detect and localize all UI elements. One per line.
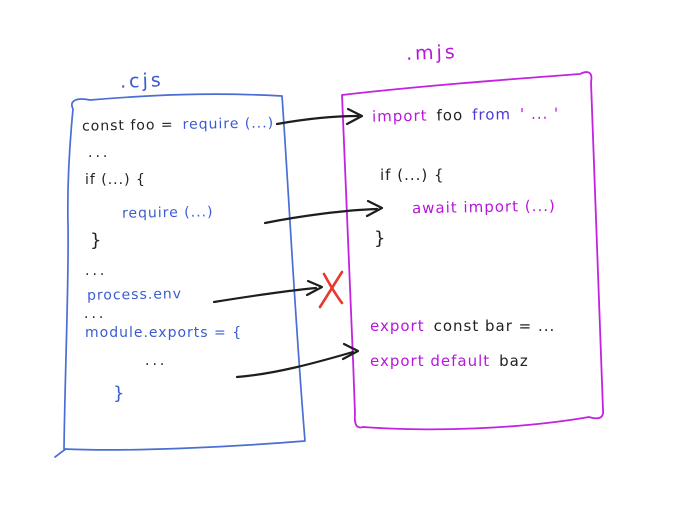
cjs-box-title: .cjs [119,69,165,93]
arrow-conditional-require-to-dynamic-import [263,199,384,225]
mjs-if-open: if (...) { [380,166,445,184]
no-equivalent-x-icon [318,270,344,309]
cjs-ellipsis-3: ... [84,306,107,322]
arrow-process-env-to-x [212,279,324,304]
cjs-ellipsis-4: ... [145,353,168,369]
cjs-process-env: process.env [86,286,183,304]
mjs-module-specifier: ' ... ' [519,104,560,124]
cjs-ellipsis-2: ... [85,263,108,279]
mjs-box-outline [341,71,604,431]
mjs-line-export-default: export default baz [370,352,529,370]
cjs-line-const-require: const foo = require (...) [82,115,274,134]
cjs-box-outline [54,93,306,458]
cjs-if-open: if (...) { [85,172,146,188]
mjs-default-binding: baz [499,352,529,370]
mjs-from-kw: from [472,105,512,124]
mjs-import-kw: import [371,106,428,126]
mjs-if-close: } [374,228,387,249]
cjs-if-close: } [90,230,103,251]
cjs-require-call: require (...) [182,115,275,133]
arrow-require-to-import [275,107,364,126]
mjs-export-default-kw: export default [370,352,491,370]
mjs-export-decl: const bar = ... [433,317,556,335]
cjs-conditional-require: require (...) [121,204,214,222]
mjs-line-export-const: export const bar = ... [370,317,555,335]
cjs-module-exports: module.exports = { [85,325,243,341]
mjs-export-kw: export [370,317,425,335]
cjs-const-foo: const foo = [81,117,174,135]
cjs-ellipsis-1: ... [88,145,111,161]
cjs-exports-close: } [113,383,126,404]
mjs-box-title: .mjs [405,41,459,65]
mjs-await-import: await import (...) [411,196,556,218]
arrow-module-exports-to-export-default [235,342,360,379]
mjs-import-binding: foo [436,106,464,125]
